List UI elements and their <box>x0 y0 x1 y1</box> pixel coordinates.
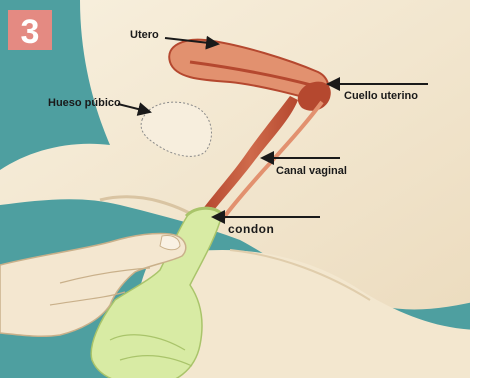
label-hueso-pubico: Hueso púbico <box>48 97 121 109</box>
label-cuello-uterino: Cuello uterino <box>344 90 418 102</box>
label-utero: Utero <box>130 29 159 41</box>
step-number: 3 <box>21 13 40 51</box>
label-canal-vaginal: Canal vaginal <box>276 165 347 177</box>
label-condon: condon <box>228 222 274 236</box>
frame-bottom <box>0 378 482 390</box>
frame-right <box>470 0 482 390</box>
